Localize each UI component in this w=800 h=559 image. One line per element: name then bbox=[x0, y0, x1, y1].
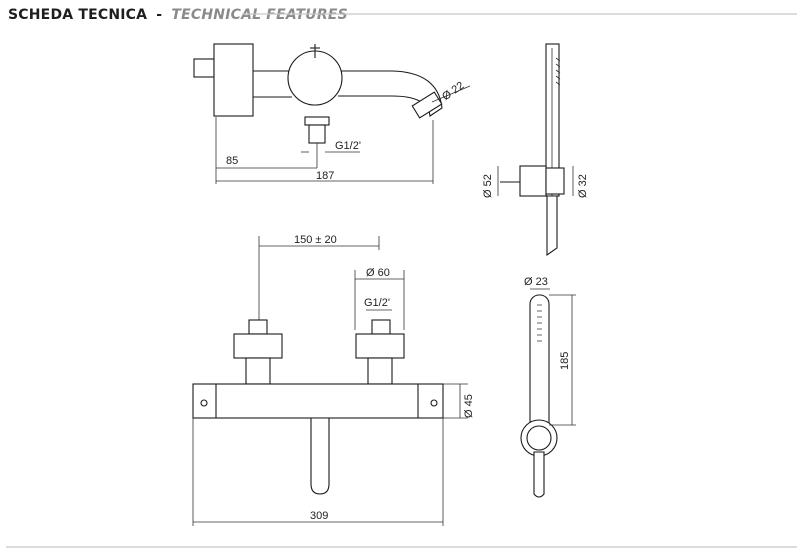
label-width-309: 309 bbox=[310, 510, 328, 522]
label-centers: 150 ± 20 bbox=[294, 234, 337, 246]
right-connector bbox=[367, 357, 393, 385]
label-handshower-diameter: Ø 23 bbox=[524, 276, 548, 288]
holder-side-view: Ø 52 Ø 32 bbox=[482, 43, 589, 257]
inlet-cap bbox=[304, 116, 330, 126]
bracket-clip bbox=[545, 167, 565, 195]
header: SCHEDA TECNICA - TECHNICAL FEATURES bbox=[6, 7, 797, 548]
right-handle-dot bbox=[430, 399, 438, 407]
handshower-stem bbox=[533, 451, 545, 498]
hose-tail bbox=[546, 195, 558, 257]
left-connector bbox=[245, 357, 271, 385]
front-spout bbox=[310, 417, 330, 495]
left-handle-dot bbox=[200, 399, 208, 407]
holder-ring-inner bbox=[526, 425, 552, 451]
label-flange-diameter: Ø 60 bbox=[366, 267, 390, 279]
wall-connector bbox=[193, 58, 215, 78]
top-view-bath-mixer: G1/2' Ø 22 85 187 bbox=[193, 43, 471, 184]
spout-dia-leader bbox=[431, 85, 471, 103]
spray-nozzles bbox=[555, 57, 561, 86]
spout-outline bbox=[338, 70, 443, 117]
left-inlet-thread bbox=[248, 319, 268, 335]
mixer-body-circle bbox=[287, 50, 343, 106]
label-inlet-thread-front: G1/2' bbox=[364, 297, 390, 309]
handshower-front-view: Ø 23 185 bbox=[520, 276, 576, 498]
inlet-thread bbox=[308, 124, 326, 144]
mixer-body-bar bbox=[192, 383, 444, 419]
label-inlet-thread-top: G1/2' bbox=[335, 140, 361, 152]
wall-flange bbox=[213, 43, 254, 117]
label-spout-diameter: Ø 22 bbox=[440, 80, 466, 104]
left-flange bbox=[233, 333, 283, 359]
label-handshower-length: 185 bbox=[559, 352, 571, 370]
header-subtitle: TECHNICAL FEATURES bbox=[171, 7, 348, 23]
header-title: SCHEDA TECNICA bbox=[8, 7, 147, 23]
svg-text:SCHEDA TECNICA - T: SCHEDA TECNICA - TECHNICAL FEATURES bbox=[8, 7, 348, 23]
handshower-nozzles bbox=[537, 304, 542, 342]
right-inlet-thread bbox=[371, 319, 391, 335]
front-view-mixer: 150 ± 20 Ø 60 G1/2' Ø 45 309 bbox=[192, 234, 475, 526]
label-body-height: Ø 45 bbox=[463, 394, 475, 418]
label-offset-85: 85 bbox=[226, 155, 238, 167]
wall-bracket bbox=[519, 165, 547, 197]
label-holder-diameter-52: Ø 52 bbox=[482, 174, 494, 198]
label-holder-diameter-32: Ø 32 bbox=[577, 174, 589, 198]
header-separator: - bbox=[156, 7, 162, 23]
right-flange bbox=[355, 333, 405, 359]
label-length-187: 187 bbox=[316, 170, 334, 182]
spout-tip bbox=[411, 91, 443, 119]
